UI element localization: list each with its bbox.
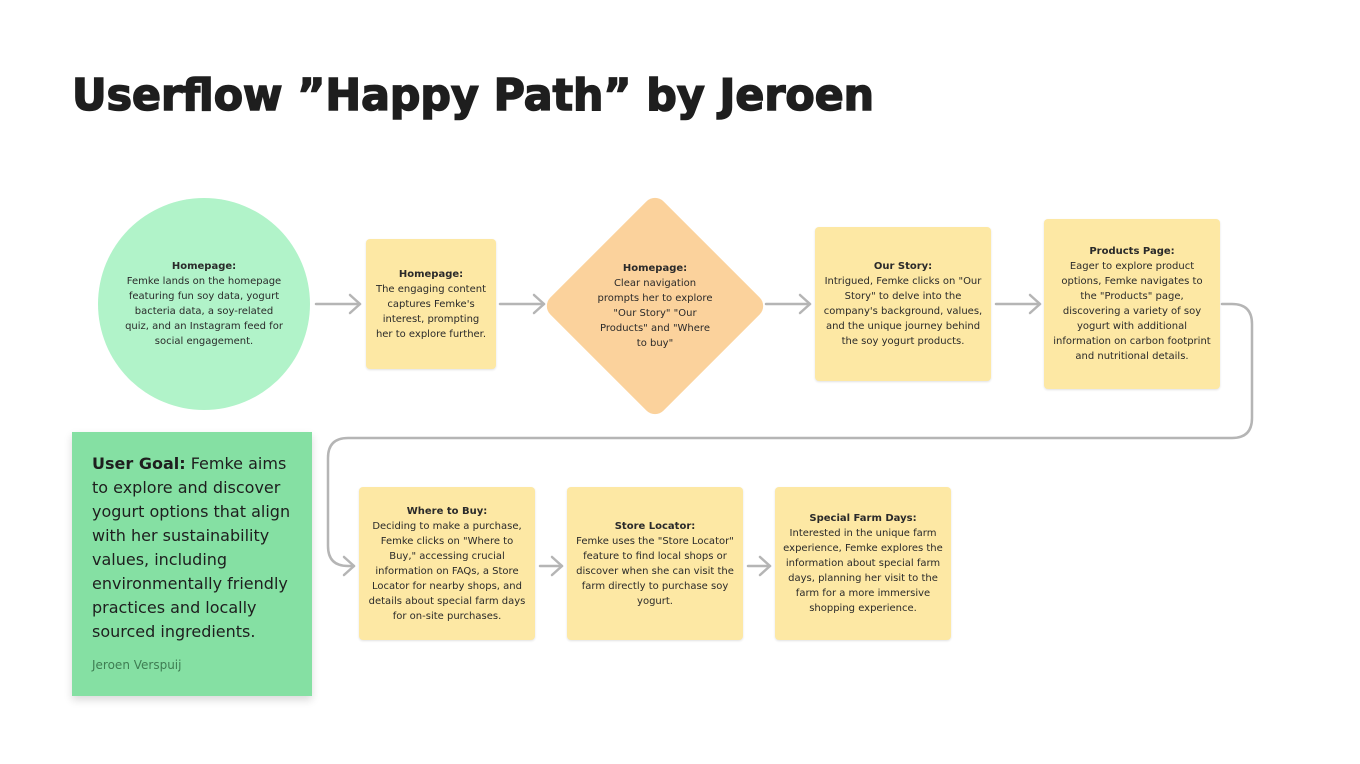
arrow-5-6 <box>326 302 1254 577</box>
user-goal-label: User Goal: <box>92 454 186 473</box>
step-heading: Homepage: <box>622 263 688 274</box>
step-body: Intrigued, Femke clicks on "Our Story" t… <box>823 276 983 347</box>
step-body: Deciding to make a purchase, Femke click… <box>368 520 526 622</box>
step-body: Eager to explore product options, Femke … <box>1053 261 1211 362</box>
arrow-3-4 <box>764 293 812 315</box>
arrow-6-7 <box>538 555 564 577</box>
step-heading: Products Page: <box>1089 246 1175 257</box>
user-goal-text: User Goal: Femke aims to explore and dis… <box>92 452 292 644</box>
step-our-story: Our Story: Intrigued, Femke clicks on "O… <box>815 227 991 381</box>
step-body: Interested in the unique farm experience… <box>783 528 943 614</box>
page-title: Userflow ”Happy Path” by Jeroen <box>71 69 875 122</box>
arrow-1-2 <box>314 293 362 315</box>
step-body: The engaging content captures Femke's in… <box>375 283 487 340</box>
step-heading: Special Farm Days: <box>809 513 917 524</box>
step-heading: Where to Buy: <box>406 505 488 517</box>
arrow-2-3 <box>498 293 546 315</box>
note-author: Jeroen Verspuij <box>92 658 182 672</box>
step-heading: Store Locator: <box>614 520 696 532</box>
step-homepage-landing: Homepage: Femke lands on the homepage fe… <box>98 198 310 410</box>
step-homepage-interest: Homepage: The engaging content captures … <box>366 239 496 369</box>
user-goal-body: Femke aims to explore and discover yogur… <box>92 454 291 641</box>
step-homepage-navigation: Homepage: Clear navigation prompts her t… <box>595 246 715 366</box>
step-body: Femke lands on the homepage featuring fu… <box>125 276 283 347</box>
step-body: Femke uses the "Store Locator" feature t… <box>576 535 734 607</box>
step-where-to-buy: Where to Buy: Deciding to make a purchas… <box>359 487 535 640</box>
step-special-farm-days: Special Farm Days: Interested in the uni… <box>775 487 951 640</box>
step-products-page: Products Page: Eager to explore product … <box>1044 219 1220 389</box>
arrow-7-8 <box>746 555 772 577</box>
step-heading: Homepage: <box>398 268 464 280</box>
step-body: Clear navigation prompts her to explore … <box>597 278 713 349</box>
user-goal-note: User Goal: Femke aims to explore and dis… <box>72 432 312 696</box>
step-heading: Our Story: <box>873 261 933 272</box>
arrow-4-5 <box>994 293 1042 315</box>
step-store-locator: Store Locator: Femke uses the "Store Loc… <box>567 487 743 640</box>
step-heading: Homepage: <box>171 261 237 272</box>
